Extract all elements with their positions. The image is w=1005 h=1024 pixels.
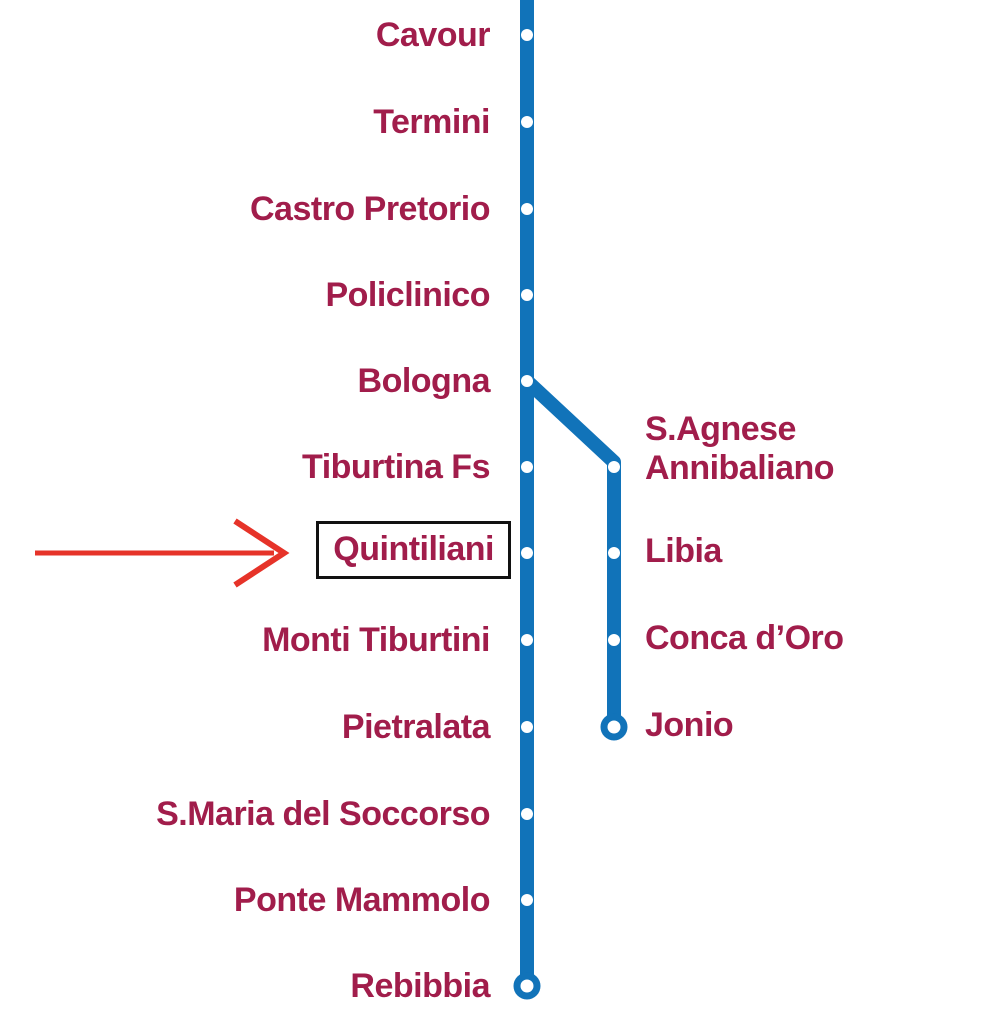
- station-label-quintiliani: Quintiliani: [333, 530, 494, 568]
- station-dot-pietralata: [521, 721, 533, 733]
- terminus-ring-jonio: [600, 713, 628, 741]
- terminus-ring-rebibbia: [513, 972, 541, 1000]
- station-dot-monti-tiburtini: [521, 634, 533, 646]
- station-dot-libia: [608, 547, 620, 559]
- station-label-rebibbia: Rebibbia: [350, 967, 490, 1005]
- station-label-jonio: Jonio: [645, 706, 734, 744]
- annotation-arrow-head-icon: [233, 518, 290, 588]
- station-label-monti-tiburtini: Monti Tiburtini: [262, 621, 490, 659]
- station-label-termini: Termini: [373, 103, 490, 141]
- station-dot-ponte-mammolo: [521, 894, 533, 906]
- quintiliani-highlight-box: Quintiliani: [316, 521, 511, 579]
- station-label-conca-d-oro: Conca d’Oro: [645, 619, 844, 657]
- station-dot-castro-pretorio: [521, 203, 533, 215]
- station-dot-s-agnese-annibaliano: [608, 461, 620, 473]
- station-dot-cavour: [521, 29, 533, 41]
- station-label-pietralata: Pietralata: [341, 708, 491, 746]
- station-dot-conca-d-oro: [608, 634, 620, 646]
- station-label-policlinico: Policlinico: [325, 276, 490, 314]
- station-dot-quintiliani: [521, 547, 533, 559]
- station-dot-s-maria-del-soccorso: [521, 808, 533, 820]
- station-label-bologna: Bologna: [357, 362, 491, 400]
- station-label-s-maria-del-soccorso: S.Maria del Soccorso: [156, 795, 490, 833]
- station-label-tiburtina-fs: Tiburtina Fs: [302, 448, 490, 486]
- station-label-s-agnese-annibaliano: S.Agnese Annibaliano: [645, 410, 835, 487]
- metro-line-b1-branch: [522, 375, 621, 727]
- station-dot-bologna: [521, 375, 533, 387]
- station-dot-policlinico: [521, 289, 533, 301]
- station-dot-tiburtina-fs: [521, 461, 533, 473]
- station-label-ponte-mammolo: Ponte Mammolo: [233, 881, 491, 919]
- station-label-cavour: Cavour: [375, 16, 491, 54]
- station-label-libia: Libia: [645, 532, 722, 570]
- station-dot-termini: [521, 116, 533, 128]
- station-label-castro-pretorio: Castro Pretorio: [250, 190, 491, 228]
